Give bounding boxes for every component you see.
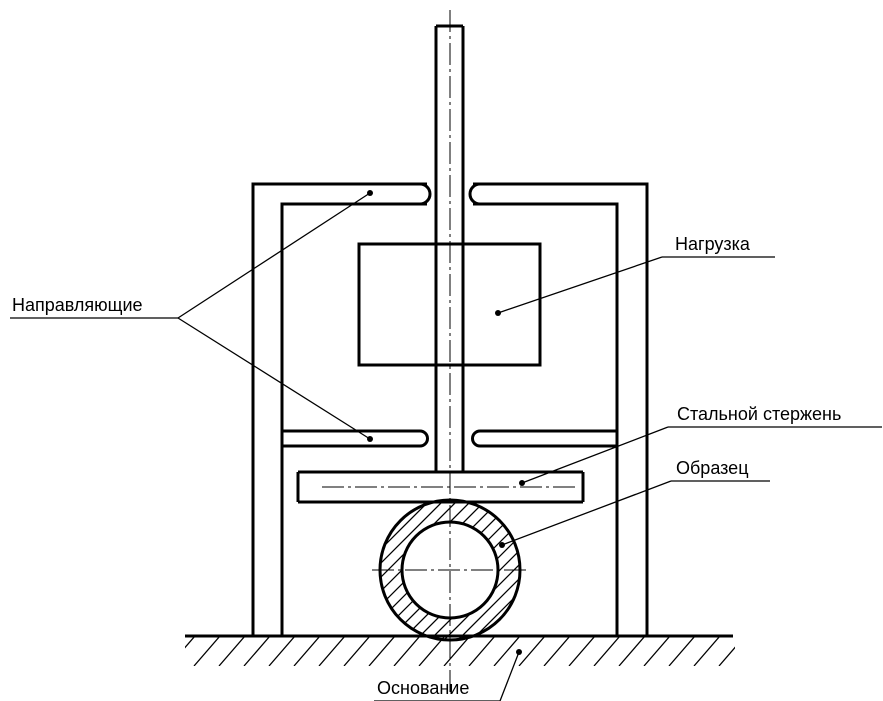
ground-hatch-line bbox=[268, 636, 296, 666]
specimen-hatch-line bbox=[380, 500, 395, 640]
ground-hatch-line bbox=[643, 636, 671, 666]
leader-lines bbox=[10, 192, 882, 701]
label-base: Основание bbox=[377, 678, 469, 698]
ground-hatch-line bbox=[468, 636, 496, 666]
lower-guide bbox=[282, 429, 617, 448]
specimen-hatch-line bbox=[380, 500, 465, 640]
ground-hatch-line bbox=[243, 636, 271, 666]
ground-hatch-line bbox=[593, 636, 621, 666]
center-lines bbox=[322, 10, 578, 692]
ground-hatch-line bbox=[693, 636, 721, 666]
specimen-hatch-line bbox=[507, 500, 520, 640]
ground-hatch-line bbox=[668, 636, 696, 666]
ground-hatch-line bbox=[543, 636, 571, 666]
ground-hatch-line bbox=[618, 636, 646, 666]
ground-hatch-line bbox=[218, 636, 246, 666]
ground-hatch-line bbox=[493, 636, 521, 666]
label-load: Нагрузка bbox=[675, 234, 751, 254]
ground-hatch-line bbox=[568, 636, 596, 666]
label-guides: Направляющие bbox=[12, 295, 143, 315]
label-steel-rod: Стальной стержень bbox=[677, 404, 841, 424]
ground-hatch-line bbox=[185, 636, 196, 649]
ground-hatch-line bbox=[718, 646, 735, 666]
ground-hatch-line bbox=[293, 636, 321, 666]
ground-hatch-line bbox=[193, 636, 221, 666]
specimen-hatch-line bbox=[437, 500, 520, 640]
ground-hatch-line bbox=[418, 636, 446, 666]
outer-frame bbox=[251, 182, 649, 636]
base-ground bbox=[185, 634, 735, 666]
ground-hatch-line bbox=[393, 636, 421, 666]
specimen-hatch-line bbox=[451, 500, 520, 640]
upper-guide-ends bbox=[419, 182, 481, 206]
ground-hatch-line bbox=[343, 636, 371, 666]
specimen-hatch-line bbox=[380, 500, 423, 640]
specimen-hatch-line bbox=[380, 500, 381, 640]
specimen-hatch-line bbox=[380, 500, 451, 640]
ground-hatch-line bbox=[443, 636, 471, 666]
ground-hatch-line bbox=[518, 636, 546, 666]
label-specimen: Образец bbox=[676, 458, 749, 478]
leader-dots bbox=[367, 190, 525, 655]
ground-hatch-line bbox=[318, 636, 346, 666]
ground-hatch-line bbox=[368, 636, 396, 666]
